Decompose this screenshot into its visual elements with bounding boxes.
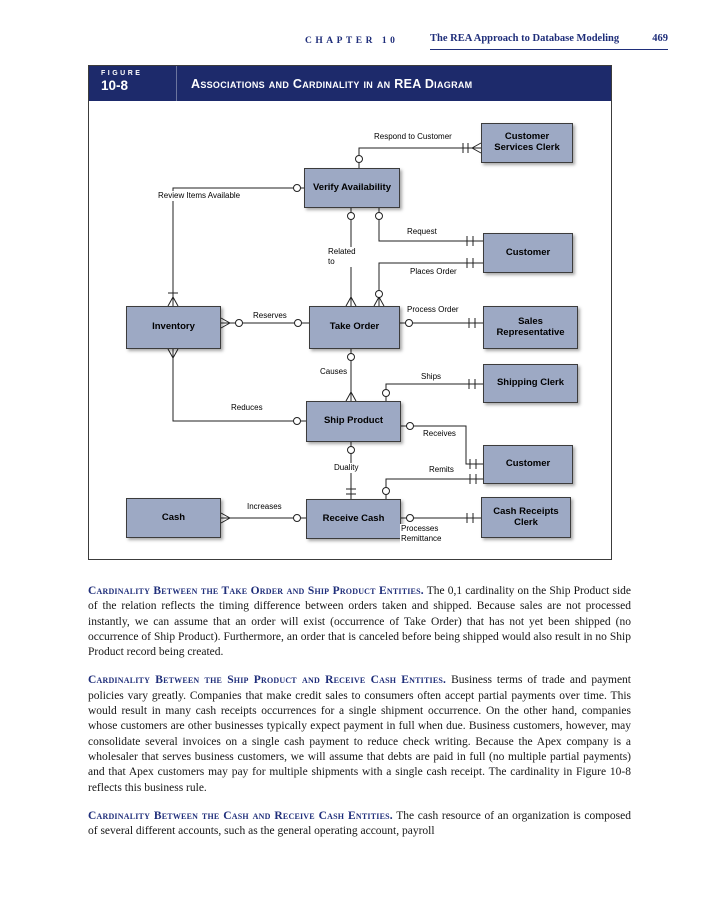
relationship-label-request: Request (406, 227, 438, 237)
figure-id-block: FIGURE 10-8 (89, 66, 177, 101)
entity-sales-representative: Sales Representative (483, 306, 578, 349)
section-take-order-ship-product: Cardinality Between the Take Order and S… (88, 584, 631, 660)
relationship-label-causes: Causes (319, 367, 349, 377)
entity-receive-cash: Receive Cash (306, 499, 401, 539)
entity-inventory: Inventory (126, 306, 221, 349)
section-heading: Cardinality Between the Take Order and S… (88, 585, 424, 597)
entity-cash: Cash (126, 498, 221, 538)
connector-layer (167, 142, 483, 524)
figure-number: 10-8 (101, 78, 129, 93)
relationship-label-respond-to-customer: Respond to Customer (373, 132, 453, 142)
chapter-title: The REA Approach to Database Modeling (430, 33, 620, 44)
relationship-label-processes-remittance: Processes Remittance (400, 524, 464, 544)
relationship-label-process-order: Process Order (406, 305, 460, 315)
section-heading: Cardinality Between the Cash and Receive… (88, 809, 393, 822)
entity-shipping-clerk: Shipping Clerk (483, 364, 578, 403)
relationship-label-review-items-available: Review Items Available (157, 191, 242, 201)
entity-customer-services-clerk: Customer Services Clerk (481, 123, 573, 163)
page-header: CHAPTER 10 The REA Approach to Database … (88, 33, 668, 55)
relationship-label-duality: Duality (333, 463, 360, 473)
figure-title: Associations and Cardinality in an REA D… (191, 76, 473, 91)
relationship-label-related-to: Related to (327, 247, 361, 267)
entity-verify-availability: Verify Availability (304, 168, 400, 208)
tick-symbols (168, 143, 477, 523)
body-text: Cardinality Between the Take Order and S… (88, 584, 631, 852)
section-body: Business terms of trade and payment poli… (88, 674, 631, 794)
relationship-label-increases: Increases (246, 502, 283, 512)
figure-header-bar: FIGURE 10-8 Associations and Cardinality… (89, 66, 611, 101)
entity-customer-bottom: Customer (483, 445, 573, 484)
entity-ship-product: Ship Product (306, 401, 401, 442)
section-cash-receive-cash: Cardinality Between the Cash and Receive… (88, 809, 631, 840)
crowfoot-symbols (167, 142, 482, 524)
zero-cardinality-circles (235, 155, 414, 522)
chapter-label: CHAPTER 10 (305, 36, 399, 46)
relationship-label-reserves: Reserves (252, 311, 288, 321)
section-body: The cash resource of an organization is … (88, 809, 631, 838)
relationship-label-places-order: Places Order (409, 267, 458, 277)
relationship-label-receives: Receives (422, 429, 457, 439)
rea-diagram: Customer Services Clerk Verify Availabil… (89, 101, 611, 559)
entity-take-order: Take Order (309, 306, 400, 349)
relationship-label-remits: Remits (428, 465, 455, 475)
entity-cash-receipts-clerk: Cash Receipts Clerk (481, 497, 571, 538)
figure-10-8: FIGURE 10-8 Associations and Cardinality… (88, 65, 612, 560)
page-number: 469 (652, 33, 668, 44)
relationship-label-ships: Ships (420, 372, 443, 382)
figure-label: FIGURE (101, 70, 143, 77)
relationship-label-reduces: Reduces (230, 403, 264, 413)
section-body: The 0,1 cardinality on the Ship Product … (88, 585, 631, 659)
entity-customer-top: Customer (483, 233, 573, 273)
header-rule-group: The REA Approach to Database Modeling 46… (430, 33, 668, 50)
section-heading: Cardinality Between the Ship Product and… (88, 674, 447, 687)
section-ship-product-receive-cash: Cardinality Between the Ship Product and… (88, 673, 631, 795)
